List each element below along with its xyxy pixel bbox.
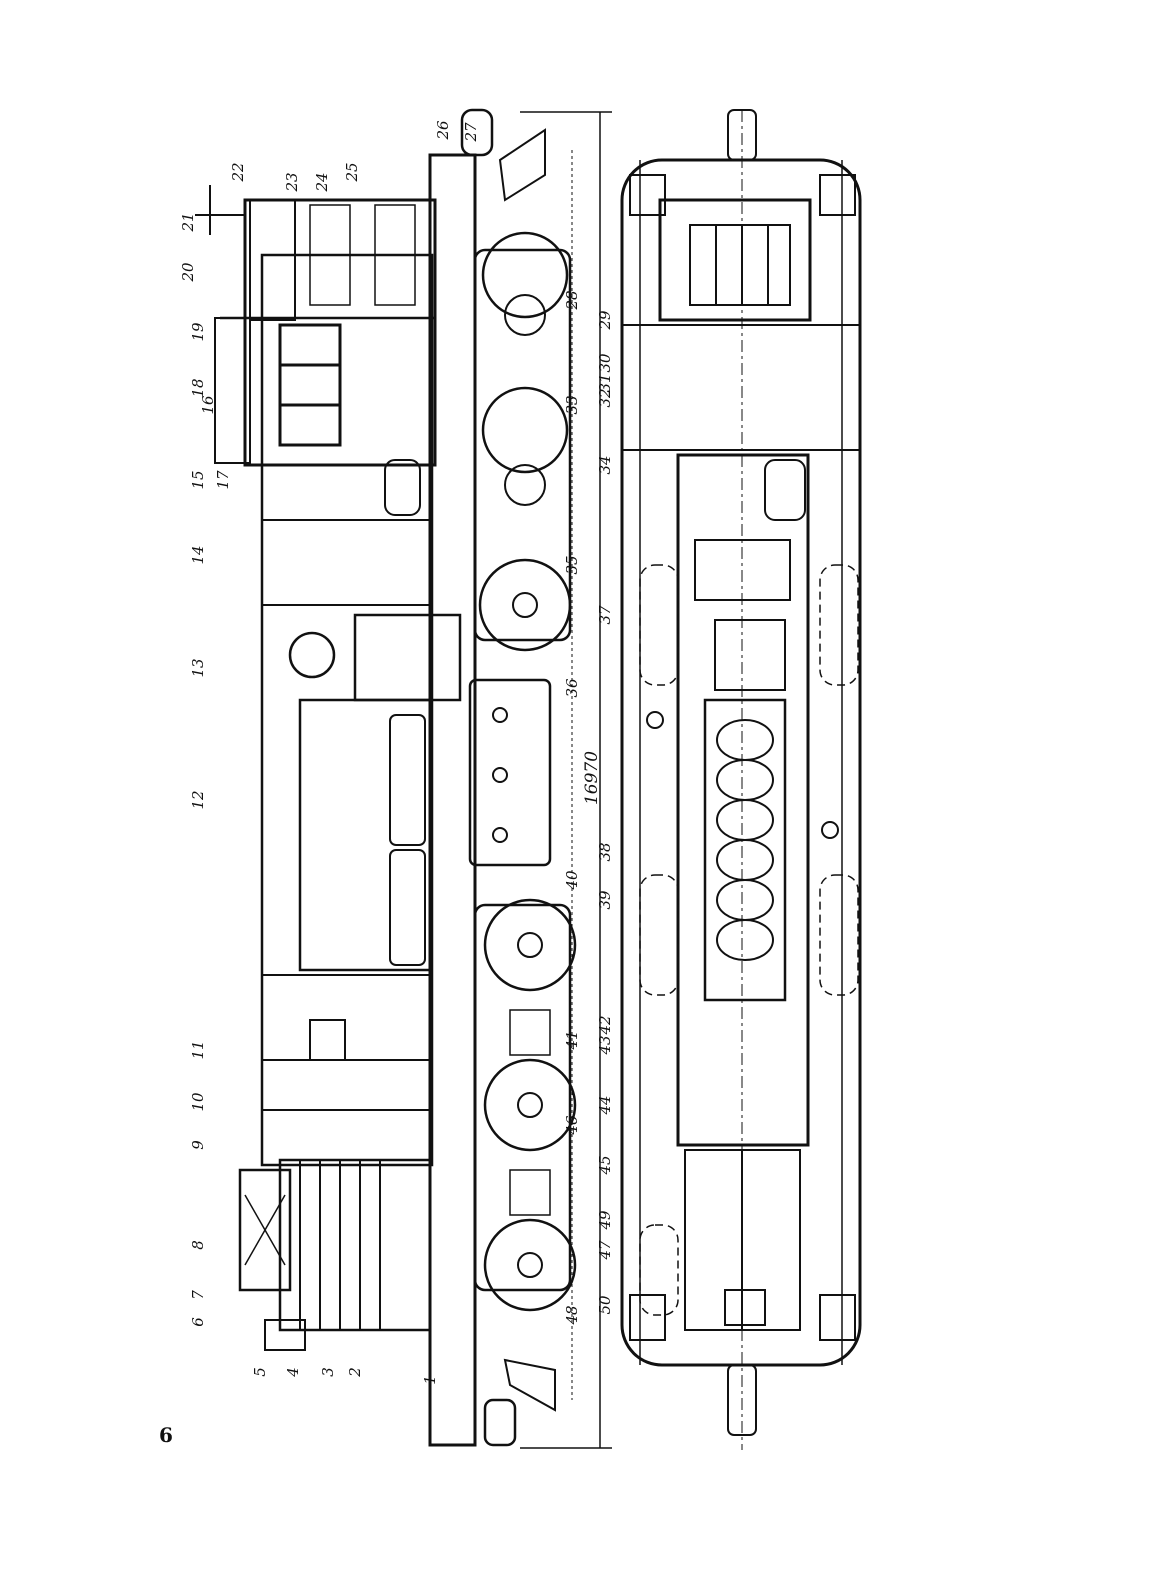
callout-41: 41 bbox=[563, 1030, 581, 1050]
callout-5: 5 bbox=[251, 1367, 269, 1377]
callout-2: 2 bbox=[346, 1367, 364, 1378]
side-body bbox=[260, 253, 434, 1167]
callout-4: 4 bbox=[284, 1367, 302, 1378]
callout-17: 17 bbox=[214, 470, 232, 490]
front-cab-panel bbox=[214, 317, 251, 464]
callout-35: 35 bbox=[563, 555, 581, 574]
callout-31: 31 bbox=[596, 373, 614, 392]
callout-9: 9 bbox=[189, 1140, 207, 1150]
callout-38: 38 bbox=[596, 842, 614, 861]
front-coupler bbox=[460, 108, 494, 157]
callout-25: 25 bbox=[343, 162, 361, 182]
callout-20: 20 bbox=[179, 262, 197, 283]
callout-29: 29 bbox=[596, 310, 614, 331]
callout-33: 33 bbox=[563, 395, 581, 414]
plan-machine-room bbox=[676, 453, 810, 1147]
page-number: 6 bbox=[159, 1423, 173, 1447]
turbocharger bbox=[288, 631, 336, 679]
callout-28: 28 bbox=[563, 290, 581, 310]
cooling-section bbox=[278, 1158, 432, 1332]
callout-43: 43 bbox=[596, 1035, 614, 1055]
callout-36: 36 bbox=[563, 678, 581, 698]
callout-13: 13 bbox=[189, 658, 207, 677]
callout-8: 8 bbox=[189, 1240, 207, 1250]
callout-40: 40 bbox=[563, 870, 581, 891]
callout-44: 44 bbox=[596, 1095, 614, 1115]
callout-11: 11 bbox=[189, 1040, 207, 1059]
callout-15: 15 bbox=[189, 470, 207, 489]
callout-50: 50 bbox=[596, 1295, 614, 1315]
diesel-engine bbox=[298, 698, 432, 972]
callout-45: 45 bbox=[596, 1155, 614, 1175]
callout-21: 21 bbox=[179, 212, 197, 232]
callout-24: 24 bbox=[313, 172, 331, 192]
callout-27: 27 bbox=[462, 122, 480, 143]
callout-23: 23 bbox=[283, 172, 301, 192]
callout-48: 48 bbox=[563, 1305, 581, 1325]
callout-47: 47 bbox=[596, 1240, 614, 1261]
callout-37: 37 bbox=[596, 605, 614, 625]
callout-6: 6 bbox=[189, 1317, 207, 1327]
rear-pilot bbox=[503, 1358, 556, 1412]
fuel-tank bbox=[468, 678, 552, 867]
front-pilot bbox=[498, 128, 546, 202]
overall-length-label: 16970 bbox=[582, 751, 602, 805]
callout-18: 18 bbox=[189, 378, 207, 397]
callout-42: 42 bbox=[596, 1015, 614, 1035]
callout-34: 34 bbox=[596, 455, 614, 474]
callout-10: 10 bbox=[189, 1092, 207, 1112]
front-bogie bbox=[473, 231, 572, 652]
callout-49: 49 bbox=[596, 1210, 614, 1231]
callout-32: 32 bbox=[596, 388, 614, 407]
callout-39: 39 bbox=[596, 890, 614, 910]
callout-46: 46 bbox=[563, 1115, 581, 1136]
callout-14: 14 bbox=[189, 545, 207, 564]
callout-3: 3 bbox=[319, 1367, 337, 1377]
callout-7: 7 bbox=[189, 1290, 207, 1300]
cooling-fan bbox=[238, 1168, 292, 1292]
callout-30: 30 bbox=[596, 353, 614, 373]
side-view bbox=[195, 108, 612, 1449]
cab-windows bbox=[278, 323, 342, 447]
plan-view bbox=[620, 109, 862, 1450]
side-frame bbox=[428, 153, 477, 1447]
plan-engine bbox=[703, 619, 787, 1002]
rear-coupler bbox=[483, 1398, 517, 1447]
callout-16: 16 bbox=[199, 395, 217, 415]
callout-26: 26 bbox=[434, 120, 452, 141]
callout-12: 12 bbox=[189, 790, 207, 809]
plan-cab bbox=[658, 198, 812, 322]
callout-1: 1 bbox=[421, 1375, 439, 1385]
rear-bogie bbox=[473, 898, 577, 1312]
callout-22: 22 bbox=[229, 162, 247, 182]
callout-19: 19 bbox=[189, 322, 207, 342]
